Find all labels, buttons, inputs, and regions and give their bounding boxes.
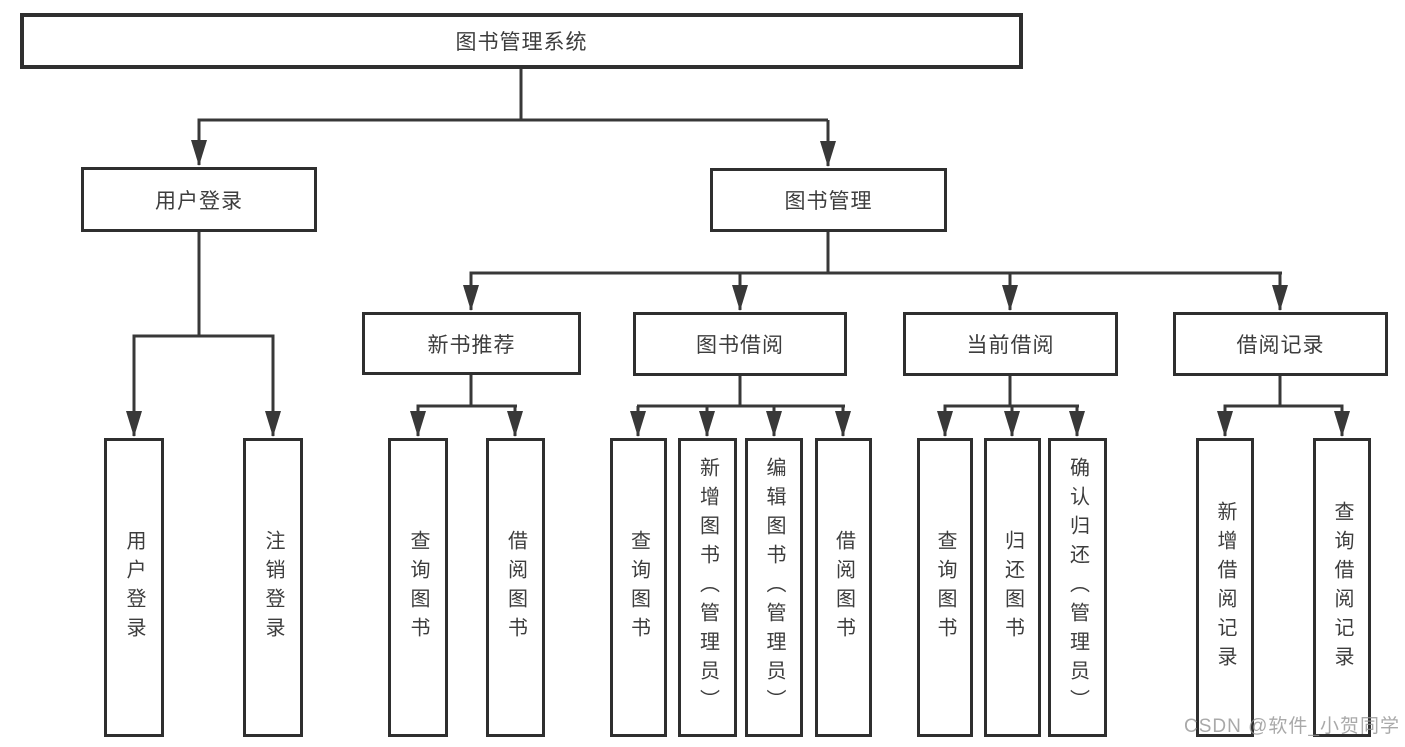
leaf-add-borrow-record: 新增借阅记录 [1196, 438, 1254, 737]
leaf-add-books-admin: 新增图书（管理员） [678, 438, 737, 737]
leaf-label: 查询图书 [407, 529, 429, 646]
leaf-edit-books-admin: 编辑图书（管理员） [745, 438, 803, 737]
node-label: 借阅记录 [1236, 334, 1325, 357]
node-label: 图书借阅 [696, 334, 784, 357]
leaf-label: 归还图书 [1001, 529, 1024, 646]
node-label: 用户登录 [155, 189, 243, 213]
leaf-return-books: 归还图书 [984, 438, 1041, 737]
node-label: 当前借阅 [966, 334, 1055, 357]
leaf-label: 用户登录 [123, 529, 145, 646]
leaf-query-borrow-record: 查询借阅记录 [1313, 438, 1371, 737]
csdn-watermark: CSDN @软件_小贺同学 [1184, 716, 1400, 737]
leaf-label: 借阅图书 [832, 529, 855, 646]
leaf-label: 注销登录 [262, 529, 284, 646]
leaf-confirm-return-admin: 确认归还（管理员） [1048, 438, 1107, 737]
leaf-query-books-recommend: 查询图书 [388, 438, 448, 737]
node-book-management: 图书管理 [710, 168, 947, 232]
node-borrowing-records: 借阅记录 [1173, 312, 1388, 376]
leaf-label: 借阅图书 [504, 529, 527, 646]
leaf-label: 查询图书 [934, 529, 956, 646]
leaf-logout: 注销登录 [243, 438, 303, 737]
leaf-label: 新增图书（管理员） [696, 457, 719, 718]
node-library-management-system: 图书管理系统 [20, 13, 1023, 69]
node-book-borrowing: 图书借阅 [633, 312, 847, 376]
leaf-user-login: 用户登录 [104, 438, 164, 737]
node-label: 新书推荐 [427, 333, 516, 357]
leaf-label: 查询借阅记录 [1331, 500, 1353, 675]
leaf-query-books-current: 查询图书 [917, 438, 973, 737]
node-label: 图书管理 [784, 190, 873, 213]
leaf-query-books-borrowing: 查询图书 [610, 438, 667, 737]
leaf-borrow-books-borrowing: 借阅图书 [815, 438, 872, 737]
leaf-borrow-books-recommend: 借阅图书 [486, 438, 545, 737]
node-label: 图书管理系统 [455, 31, 588, 54]
leaf-label: 新增借阅记录 [1214, 500, 1236, 675]
leaf-label: 确认归还（管理员） [1066, 457, 1089, 718]
node-user-login: 用户登录 [81, 167, 317, 232]
node-new-book-recommendation: 新书推荐 [362, 312, 581, 375]
leaf-label: 编辑图书（管理员） [763, 457, 785, 718]
leaf-label: 查询图书 [627, 529, 650, 646]
node-current-borrowing: 当前借阅 [903, 312, 1118, 376]
